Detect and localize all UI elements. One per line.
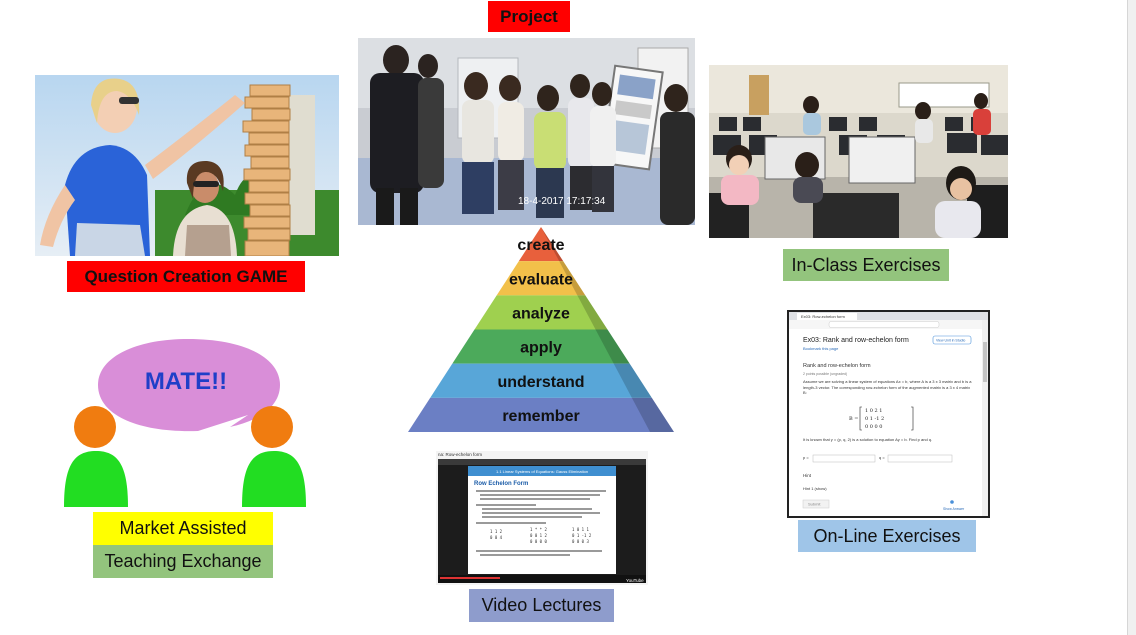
pyramid-level-create [518, 227, 564, 262]
online-question: It is known that y = (p, q, 2) is a solu… [803, 437, 933, 442]
online-body: Assume we are solving a linear system of… [803, 379, 972, 395]
video-slide-header: 1.1 Linear Systems of Equations: Gauss E… [496, 469, 588, 474]
pyramid-label-remember: remember [502, 408, 579, 425]
svg-text:1 * * 2: 1 * * 2 [530, 527, 547, 532]
online-hint-title: Hint [803, 473, 812, 478]
video-youtube-label: YouTube [626, 578, 644, 583]
person-right-head [251, 406, 293, 448]
svg-text:0 1 -1 2: 0 1 -1 2 [572, 533, 592, 538]
pyramid-shade-apply [595, 329, 630, 364]
pyramid-level-evaluate [496, 261, 586, 296]
online-tab-title: Ex03: Row-echelon form [801, 314, 845, 319]
pyramid-level-remember [408, 397, 674, 432]
svg-text:0 0 0 0: 0 0 0 0 [865, 424, 883, 430]
svg-text:0 0 0 3: 0 0 0 3 [572, 539, 589, 544]
video-tab-title: na: Row-echelon form [438, 452, 482, 457]
pyramid-shade-evaluate [559, 261, 586, 296]
mate-bubble-text: MATE!! [145, 368, 227, 395]
pyramid-label-create: create [517, 237, 564, 254]
online-subheading: Rank and row-echelon form [803, 363, 871, 369]
svg-text:1 0 1 1: 1 0 1 1 [572, 527, 589, 532]
question-game-photo [35, 75, 339, 256]
mate-diagram: MATE!! [64, 339, 306, 507]
project-photo: 18-4-2017 17:17:34 [358, 38, 695, 225]
project-label: Project [488, 1, 570, 32]
in-class-photo [709, 65, 1008, 238]
online-view-unit: View Unit in Studio [936, 339, 965, 343]
online-bookmark: Bookmark this page [803, 346, 839, 351]
online-q-label: q = [879, 455, 885, 460]
person-left-body [64, 451, 128, 507]
pyramid-level-analyze [474, 295, 608, 330]
person-right-body [242, 451, 306, 507]
video-lectures-label: Video Lectures [469, 589, 614, 622]
svg-text:Submit: Submit [808, 502, 821, 507]
person-left-head [74, 406, 116, 448]
svg-text:1 1 2: 1 1 2 [490, 529, 503, 534]
svg-text:0 0 0 0: 0 0 0 0 [530, 539, 547, 544]
pyramid-label-analyze: analyze [512, 305, 570, 322]
pyramid-shade-understand [613, 363, 652, 398]
online-show-answer[interactable]: Show Answer [943, 507, 965, 511]
speech-bubble-shape [98, 339, 280, 432]
svg-text:0 0 1 2: 0 0 1 2 [530, 533, 547, 538]
online-show-answer-icon [950, 500, 954, 504]
pyramid-label-evaluate: evaluate [509, 271, 573, 288]
pyramid-shade-remember [631, 397, 674, 432]
online-heading: Ex03: Rank and row-echelon form [803, 337, 909, 344]
svg-text:0 0 4: 0 0 4 [490, 535, 503, 540]
video-slide-title: Row Echelon Form [474, 481, 528, 487]
in-class-label: In-Class Exercises [783, 249, 949, 281]
svg-text:B =: B = [849, 416, 858, 422]
bloom-pyramid: create evaluate analyze apply understand reme… [408, 227, 674, 432]
online-hint-item: Hint 1 (show) [803, 486, 827, 491]
online-points: 2 points possible (ungraded) [803, 372, 847, 376]
question-game-label: Question Creation GAME [67, 261, 305, 292]
online-exercise-screenshot: Ex03: Row-echelon form Ex03: Rank and ro… [787, 310, 990, 518]
online-exercises-label: On-Line Exercises [798, 520, 976, 552]
market-label-line2: Teaching Exchange [93, 545, 273, 578]
svg-text:1 0 2 1: 1 0 2 1 [865, 408, 883, 414]
video-lecture-screenshot: na: Row-echelon form 1.1 Linear Systems … [436, 451, 648, 585]
market-label-line1: Market Assisted [93, 512, 273, 545]
project-timestamp: 18-4-2017 17:17:34 [518, 196, 606, 207]
pyramid-shade-analyze [577, 295, 608, 330]
online-p-label: p = [803, 455, 809, 460]
svg-text:0 1 -1 2: 0 1 -1 2 [865, 416, 884, 422]
pyramid-level-apply [452, 329, 630, 364]
pyramid-label-apply: apply [520, 340, 562, 357]
online-submit-button[interactable] [802, 499, 830, 509]
online-q-input[interactable] [887, 454, 953, 463]
pyramid-level-understand [430, 363, 652, 398]
window-scroll-edge [1127, 0, 1136, 635]
online-p-input[interactable] [812, 454, 876, 463]
pyramid-label-understand: understand [497, 374, 584, 391]
